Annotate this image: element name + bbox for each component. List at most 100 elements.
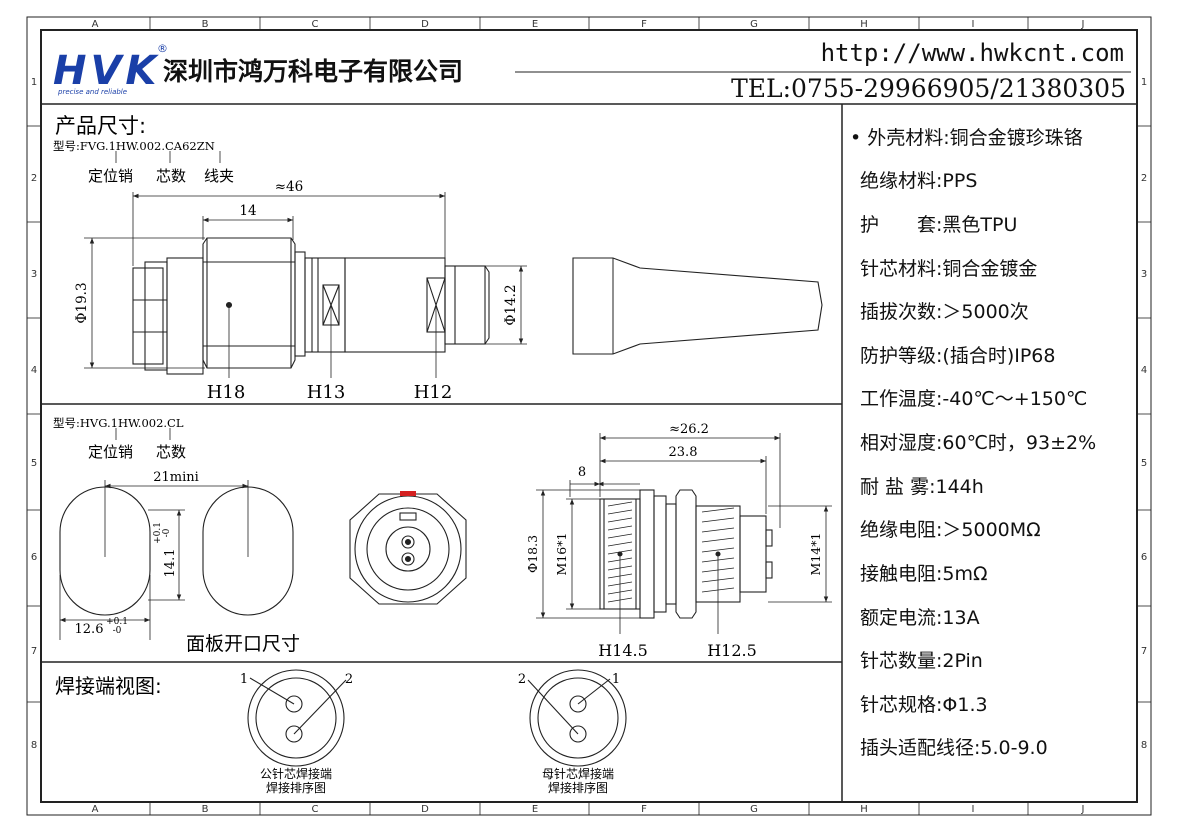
col-label: A [92, 804, 99, 815]
cutout-height-tolerance: +0.1-0 [153, 522, 172, 544]
hex-label-h12-5: H12.5 [707, 641, 757, 660]
model-part-locating-pin: 定位销 [88, 167, 133, 185]
male-caption-2: 焊接排序图 [266, 780, 326, 795]
row-label: 3 [1141, 269, 1147, 280]
row-labels: 1 2 3 4 5 6 7 8 1 2 3 4 5 6 7 8 [31, 77, 1147, 751]
col-label: G [750, 804, 758, 815]
col-label: E [532, 19, 538, 30]
logo-text: HVK [53, 48, 160, 94]
locating-red-mark [400, 491, 416, 496]
model-part-cable-clamp: 线夹 [204, 167, 234, 185]
spec-cable-diameter: 插头适配线径:5.0-9.0 [860, 737, 1048, 759]
logo-registered-mark: ® [157, 42, 168, 55]
socket-body-length: 23.8 [669, 445, 698, 460]
socket-thread-m14: M14*1 [808, 533, 823, 576]
socket-model-part-core-count: 芯数 [156, 443, 186, 461]
male-pin-label-2: 2 [345, 672, 353, 687]
row-label: 7 [1141, 646, 1147, 657]
row-label: 7 [31, 646, 37, 657]
col-label: H [860, 804, 868, 815]
model-part-core-count: 芯数 [156, 167, 186, 185]
row-label: 6 [1141, 552, 1147, 563]
col-label: E [532, 804, 538, 815]
row-label: 8 [1141, 740, 1147, 751]
spec-salt-spray: 耐 盐 雾:144h [860, 476, 984, 498]
row-label: 4 [31, 365, 37, 376]
spec-pin-material: 针芯材料:铜合金镀金 [860, 258, 1037, 280]
female-caption-1: 母针芯焊接端 [542, 766, 614, 781]
socket-side-view [599, 489, 773, 619]
socket-diameter: Φ18.3 [525, 535, 540, 573]
spec-mating-cycles: 插拔次数:＞5000次 [860, 301, 1029, 323]
male-pin-label-1: 1 [240, 672, 248, 687]
panel-cutout-drawing [59, 486, 294, 616]
spec-shell-material: • 外壳材料:铜合金镀珍珠铬 [850, 127, 1083, 149]
spec-insulation-resistance: 绝缘电阻:＞5000MΩ [860, 519, 1041, 541]
company-logo: HVK ® precise and reliable [53, 42, 168, 96]
socket-front-view [349, 493, 467, 605]
cutout-dimension-lines [59, 480, 249, 640]
female-pin-label-1: 1 [612, 672, 620, 687]
col-label: C [312, 804, 319, 815]
border-frame [26, 16, 1152, 816]
spec-protection-rating: 防护等级:(插合时)IP68 [860, 345, 1055, 367]
plug-body-length: 14 [239, 203, 256, 219]
row-label: 1 [31, 77, 37, 88]
telephone: TEL:0755-29966905/21380305 [731, 74, 1126, 103]
col-label: F [641, 804, 647, 815]
col-label: C [312, 19, 319, 30]
cutout-spacing: 21mini [153, 470, 199, 485]
col-label: I [972, 19, 975, 30]
plug-model-leaders [115, 151, 221, 163]
row-label: 2 [31, 173, 37, 184]
col-label: B [202, 804, 209, 815]
spec-pin-size: 针芯规格:Φ1.3 [860, 694, 988, 716]
plug-model-number: 型号:FVG.1HW.002.CA62ZN [53, 139, 215, 153]
plug-overall-length: ≈46 [275, 179, 304, 195]
row-label: 1 [1141, 77, 1147, 88]
col-label: D [421, 804, 429, 815]
spec-sleeve: 护 套:黑色TPU [860, 214, 1017, 236]
socket-model-part-locating-pin: 定位销 [88, 443, 133, 461]
row-label: 4 [1141, 365, 1147, 376]
company-name: 深圳市鸿万科电子有限公司 [163, 57, 463, 86]
spec-contact-resistance: 接触电阻:5mΩ [860, 563, 988, 585]
cutout-width: 12.6 [75, 622, 104, 637]
spec-relative-humidity: 相对湿度:60℃时，93±2% [860, 432, 1096, 454]
website-url: http://www.hwkcnt.com [821, 39, 1124, 67]
male-solder-view [247, 669, 347, 767]
socket-front-length: 8 [578, 465, 586, 480]
plug-diameter-14-2: Φ14.2 [503, 284, 519, 325]
col-label: B [202, 19, 209, 30]
hex-label-h13: H13 [307, 382, 346, 403]
cutout-width-tolerance: +0.1-0 [106, 617, 128, 636]
col-label: J [1081, 19, 1085, 30]
spec-pin-count: 针芯数量:2Pin [860, 650, 983, 672]
socket-dimension-lines [536, 433, 832, 634]
hex-label-h18: H18 [207, 382, 246, 403]
spec-rated-current: 额定电流:13A [860, 607, 980, 629]
col-label: A [92, 19, 99, 30]
spec-insulation-material: 绝缘材料:PPS [860, 170, 977, 192]
product-dimensions-title: 产品尺寸: [55, 114, 146, 138]
hex-label-h14-5: H14.5 [598, 641, 648, 660]
female-solder-view [527, 669, 627, 767]
col-label: D [421, 19, 429, 30]
row-label: 6 [31, 552, 37, 563]
socket-model-leaders [115, 428, 171, 440]
row-label: 5 [31, 458, 37, 469]
socket-overall-length: ≈26.2 [669, 422, 709, 437]
socket-model-number: 型号:HVG.1HW.002.CL [53, 416, 184, 430]
male-caption-1: 公针芯焊接端 [260, 766, 332, 781]
section-dividers [41, 103, 1137, 802]
column-labels: A B C D E F G H I J A B C D E F G H I J [92, 19, 1085, 815]
col-label: H [860, 19, 868, 30]
protective-boot-drawing [572, 257, 823, 355]
row-label: 3 [31, 269, 37, 280]
solder-view-title: 焊接端视图: [55, 674, 162, 698]
cutout-height: 14.1 [163, 549, 178, 578]
spec-working-temperature: 工作温度:-40℃～+150℃ [860, 388, 1087, 410]
row-label: 5 [1141, 458, 1147, 469]
logo-tagline: precise and reliable [57, 88, 127, 96]
